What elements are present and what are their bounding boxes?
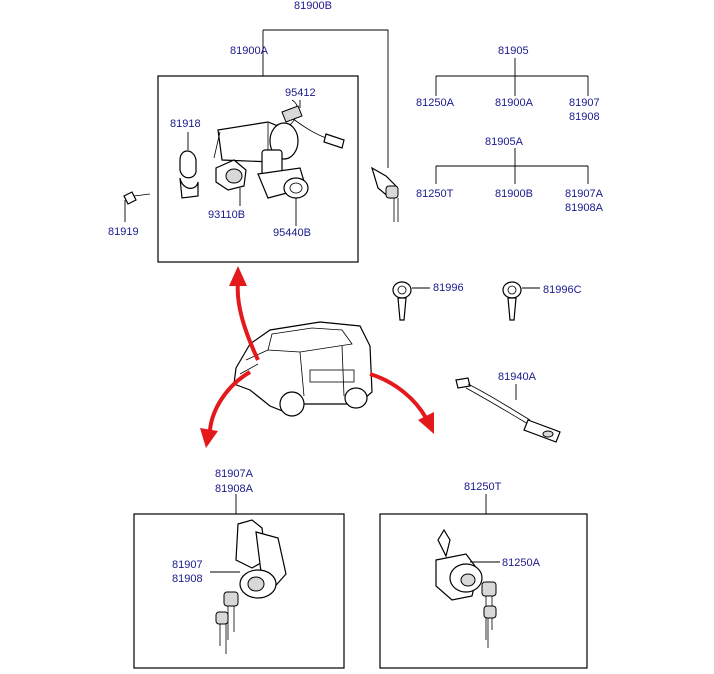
label-81900B-top: 81900B: [294, 0, 332, 12]
callout-arrows: [200, 266, 434, 448]
label-81908-kit: 81908: [569, 111, 600, 123]
kit-tree-81905: [435, 58, 589, 96]
label-81908A-kit: 81908A: [565, 202, 604, 214]
door-lock-frame: [133, 513, 345, 669]
arrow-to-ignition: [235, 281, 260, 361]
harness-connector: [323, 133, 345, 149]
label-81996C: 81996C: [543, 284, 582, 296]
tailgate-keys: [481, 581, 497, 648]
label-95440B: 95440B: [273, 227, 311, 239]
label-81907A-door: 81907A: [215, 468, 254, 480]
label-81907A-kit: 81907A: [565, 188, 604, 200]
tailgate-lock-group: [379, 494, 588, 669]
clamp-bracket: [179, 150, 199, 199]
label-81905A: 81905A: [485, 136, 524, 148]
label-81996: 81996: [433, 282, 464, 294]
label-81907-kit: 81907: [569, 97, 600, 109]
label-81907-door: 81907: [172, 559, 203, 571]
arrow-to-tailgate: [369, 372, 428, 419]
label-81250T-kit: 81250T: [416, 188, 454, 200]
ignition-assembly-group: [123, 29, 399, 263]
tailgate-lock-frame: [379, 513, 588, 669]
label-81940A: 81940A: [498, 371, 537, 383]
door-lock-cylinder: [235, 519, 287, 599]
vehicle-illustration: [233, 321, 373, 417]
door-keys: [215, 591, 239, 654]
steering-lock-body: [213, 121, 309, 199]
label-81905: 81905: [498, 45, 529, 57]
kit-tree-81905A: [435, 148, 589, 184]
mounting-bolt: [123, 191, 151, 205]
release-cable: [455, 377, 561, 443]
label-81908-door: 81908: [172, 573, 203, 585]
label-93110B: 93110B: [208, 209, 245, 221]
key-cylinder: [215, 159, 247, 191]
label-81900A: 81900A: [230, 45, 269, 57]
arrow-to-door-lock: [208, 370, 252, 431]
label-81919: 81919: [108, 226, 139, 238]
label-81900A-kit: 81900A: [495, 97, 534, 109]
label-95412: 95412: [285, 87, 316, 99]
ignition-key: [370, 166, 399, 222]
label-81900B-kit: 81900B: [495, 188, 533, 200]
blank-key-81996: [392, 281, 430, 321]
blank-key-81996C: [502, 281, 540, 321]
label-81250A-tailgate: 81250A: [502, 557, 541, 569]
label-81250A-kit: 81250A: [416, 97, 455, 109]
tailgate-lock-cylinder: [435, 528, 483, 601]
label-81918: 81918: [170, 118, 201, 130]
ignition-assembly-frame: [157, 75, 359, 263]
label-81250T-tailgate: 81250T: [464, 481, 502, 493]
door-lock-group: [133, 494, 345, 669]
label-81908A-door: 81908A: [215, 483, 254, 495]
